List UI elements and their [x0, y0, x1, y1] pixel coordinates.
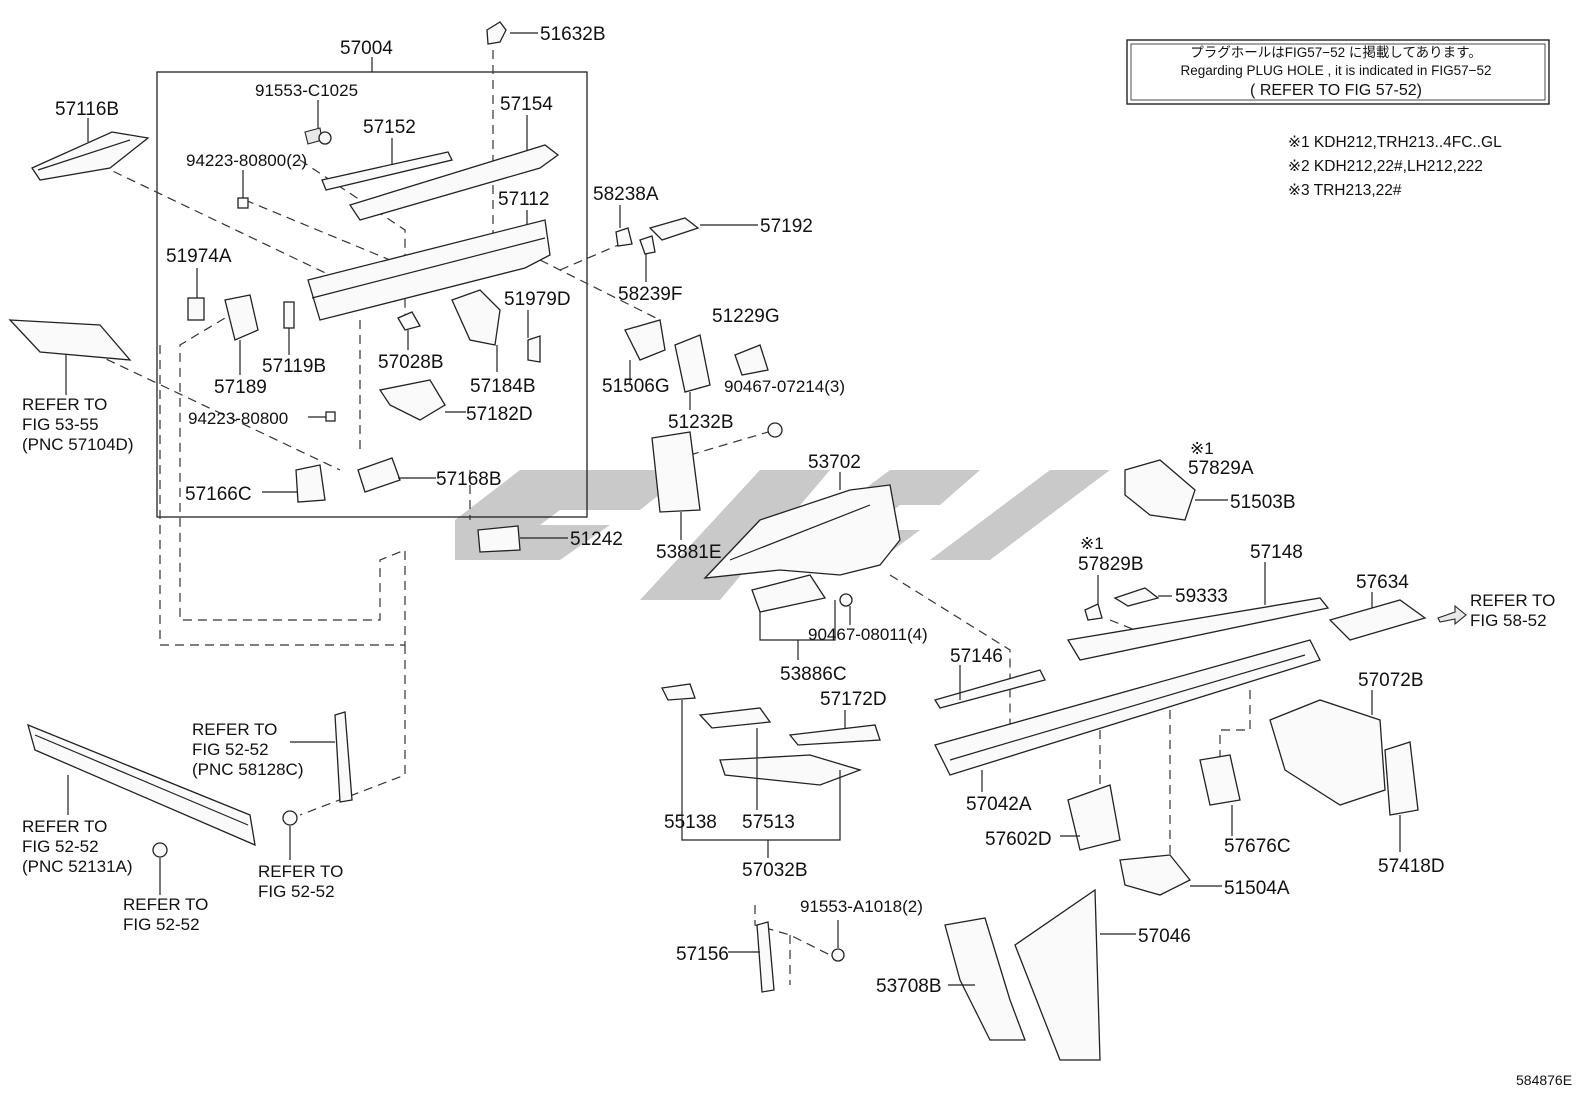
part-label: 57172D	[820, 689, 887, 710]
part-label: 53702	[808, 452, 861, 473]
part-label: 57829A	[1188, 458, 1254, 479]
note-line-jp: プラグホールはFIG57−52 に掲載してあります。	[1190, 45, 1482, 60]
refer-label: REFER TO	[123, 895, 208, 914]
part-label: 53886C	[780, 664, 847, 685]
part-label: 57154	[500, 94, 553, 115]
part-label: 51979D	[504, 289, 571, 310]
part-label: 57146	[950, 646, 1003, 667]
part-label: 51974A	[166, 246, 232, 267]
part-label: 57192	[760, 216, 813, 237]
part-label: 57634	[1356, 572, 1409, 593]
part-drawings	[8, 21, 1467, 1061]
part-label: 94223-80800	[188, 409, 288, 428]
part-label: 91553-A1018(2)	[800, 897, 923, 916]
refer-label: FIG 52-52	[123, 915, 200, 934]
part-label: 51632B	[540, 24, 606, 45]
spec-item: ※2 KDH212,22#,LH212,222	[1288, 158, 1483, 175]
refer-label: REFER TO	[22, 817, 107, 836]
refer-label: FIG 52-52	[258, 882, 335, 901]
compat-mark: ※1	[1080, 534, 1104, 553]
refer-label: (PNC 58128C)	[192, 760, 304, 779]
leader-lines	[65, 32, 1401, 986]
part-label: 57166C	[185, 484, 252, 505]
part-label: 57184B	[470, 376, 536, 397]
part-label: 90467-07214(3)	[724, 377, 845, 396]
refer-label: REFER TO	[258, 862, 343, 881]
refer-label: FIG 52-52	[22, 837, 99, 856]
part-label: 58238A	[593, 184, 659, 205]
compat-mark: ※1	[1190, 439, 1214, 458]
refer-label: REFER TO	[192, 720, 277, 739]
part-label: 57032B	[742, 860, 808, 881]
spec-item: ※1 KDH212,TRH213..4FC..GL	[1288, 134, 1502, 151]
part-label: 57119B	[262, 356, 326, 377]
part-label: 51504A	[1224, 878, 1290, 899]
part-labels: 57004 51632B 57116B 91553-C1025 57152 57…	[55, 24, 1445, 997]
part-label: 57168B	[436, 469, 502, 490]
part-label: 57112	[498, 189, 549, 210]
part-label: 57152	[363, 117, 416, 138]
part-label: 90467-08011(4)	[808, 625, 928, 644]
part-label: 53708B	[876, 976, 942, 997]
part-label: 55138	[664, 812, 717, 833]
refer-label: FIG 53-55	[22, 415, 99, 434]
part-label: 53881E	[656, 542, 722, 563]
part-label: 57028B	[378, 352, 444, 373]
part-label: 57072B	[1358, 670, 1424, 691]
part-label: 57116B	[55, 99, 119, 120]
note-line-en: Regarding PLUG HOLE , it is indicated in…	[1180, 63, 1491, 78]
note-line-ref: ( REFER TO FIG 57-52)	[1250, 82, 1422, 99]
refer-label: FIG 58-52	[1470, 611, 1547, 630]
spec-list: ※1 KDH212,TRH213..4FC..GL ※2 KDH212,22#,…	[1288, 134, 1502, 199]
refer-label: REFER TO	[22, 395, 107, 414]
refer-label: (PNC 57104D)	[22, 435, 134, 454]
part-label: 94223-80800(2)	[186, 151, 307, 170]
part-label: 51242	[570, 529, 623, 550]
refer-labels: REFER TO FIG 53-55 (PNC 57104D) REFER TO…	[22, 395, 1555, 934]
spec-item: ※3 TRH213,22#	[1288, 182, 1402, 199]
part-label: 51506G	[602, 376, 670, 397]
figure-id: 584876E	[1516, 1072, 1572, 1088]
part-label: 51503B	[1230, 492, 1296, 513]
part-label: 51232B	[668, 412, 734, 433]
part-label: 57156	[676, 944, 729, 965]
part-label: 57046	[1138, 926, 1191, 947]
part-label: 58239F	[618, 284, 682, 305]
part-label: 57182D	[466, 404, 533, 425]
plug-hole-note: プラグホールはFIG57−52 に掲載してあります。 Regarding PLU…	[1126, 39, 1550, 105]
part-label: 91553-C1025	[255, 81, 358, 100]
part-label: 57418D	[1378, 856, 1445, 877]
part-label: 51229G	[712, 306, 780, 327]
refer-label: (PNC 52131A)	[22, 857, 133, 876]
part-label: 57042A	[966, 794, 1032, 815]
refer-label: REFER TO	[1470, 591, 1555, 610]
part-label: 57829B	[1078, 554, 1144, 575]
part-label: 57004	[340, 38, 393, 59]
part-label: 57676C	[1224, 836, 1291, 857]
refer-label: FIG 52-52	[192, 740, 269, 759]
part-label: 59333	[1175, 586, 1228, 607]
part-label: 57148	[1250, 542, 1303, 563]
part-label: 57602D	[985, 829, 1052, 850]
part-label: 57513	[742, 812, 795, 833]
part-label: 57189	[214, 377, 267, 398]
